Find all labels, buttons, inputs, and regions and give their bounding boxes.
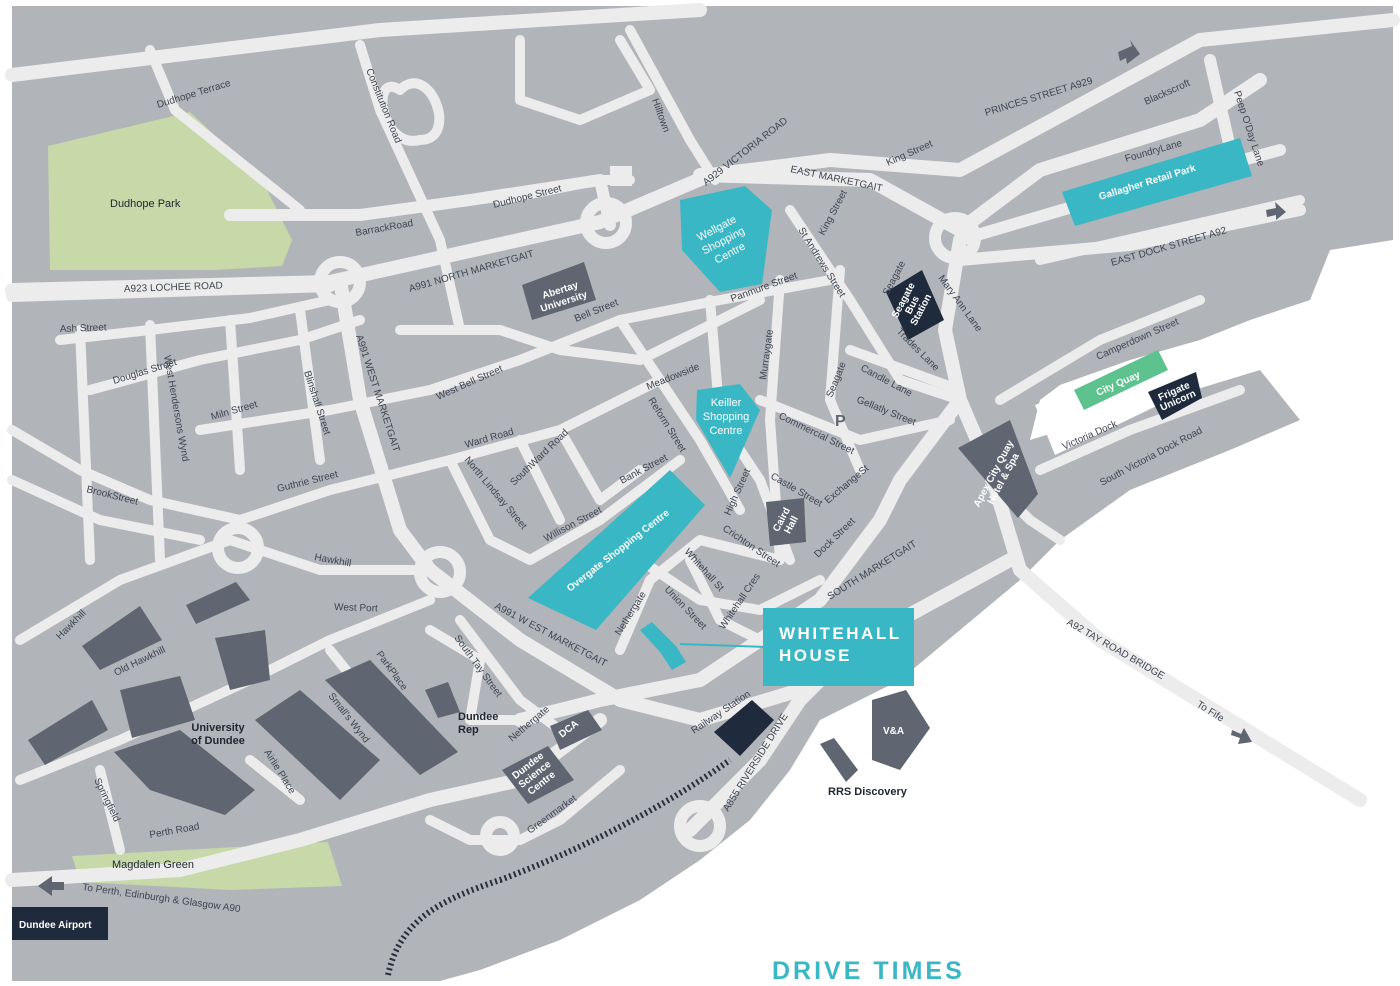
caird-block xyxy=(766,498,806,546)
university-label: University of Dundee xyxy=(191,722,245,747)
gallagher-shape xyxy=(1062,138,1252,226)
frigate-block xyxy=(1148,372,1202,420)
road-end xyxy=(610,166,632,186)
dudhope-park-label: Dudhope Park xyxy=(110,198,181,210)
svg-text:Keiller: Keiller xyxy=(711,397,742,409)
rep-label: Dundee Rep xyxy=(458,711,498,736)
railway-station-block xyxy=(714,700,774,756)
callout-line-1: WHITEHALL xyxy=(779,624,902,643)
victoria-dock-water xyxy=(1035,353,1200,455)
va-block xyxy=(872,690,930,770)
abertay-block xyxy=(522,262,596,320)
va-label: V&A xyxy=(883,726,904,737)
university-buildings xyxy=(28,582,460,815)
svg-text:of Dundee: of Dundee xyxy=(191,735,245,747)
whitehall-house-callout: WHITEHALL HOUSE xyxy=(763,608,914,686)
roundabouts xyxy=(212,197,981,856)
svg-text:Rep: Rep xyxy=(458,724,479,736)
wellgate-shape xyxy=(680,186,772,292)
direction-arrow xyxy=(1231,728,1252,744)
apex-block xyxy=(958,420,1038,518)
airport-block xyxy=(12,907,108,940)
direction-arrow xyxy=(1118,40,1140,64)
seagate-bus-block xyxy=(886,270,944,340)
dca-block xyxy=(550,710,602,750)
keiller-shape xyxy=(696,384,760,478)
svg-text:Centre: Centre xyxy=(709,425,742,437)
direction-arrow xyxy=(1266,202,1286,220)
rrs-block xyxy=(820,738,858,782)
airport-label: Dundee Airport xyxy=(19,920,92,931)
keiller-label: Keiller Shopping Centre xyxy=(703,397,750,437)
city-quay-block xyxy=(1074,350,1168,410)
science-block xyxy=(502,746,574,804)
street-label: A92 TAY ROAD BRIDGE xyxy=(1065,617,1167,682)
svg-text:Shopping: Shopping xyxy=(703,411,750,423)
direction-arrow xyxy=(38,876,64,896)
direction-arrows xyxy=(38,40,1286,896)
drive-times-heading: DRIVE TIMES xyxy=(772,957,965,985)
whitehall-house-marker xyxy=(640,622,766,670)
street-label: West Port xyxy=(334,602,378,615)
overgate-shape xyxy=(528,470,705,630)
parking-icon: P xyxy=(835,413,846,430)
street-label: A923 LOCHEE ROAD xyxy=(124,281,223,295)
svg-text:University: University xyxy=(191,722,245,734)
rrs-discovery-label: RRS Discovery xyxy=(828,786,908,798)
railway-line xyxy=(385,757,732,976)
magdalen-green-label: Magdalen Green xyxy=(112,859,194,871)
svg-text:Dundee: Dundee xyxy=(458,711,498,723)
street-label: Ash Street xyxy=(60,322,107,335)
callout-line-2: HOUSE xyxy=(779,646,852,665)
